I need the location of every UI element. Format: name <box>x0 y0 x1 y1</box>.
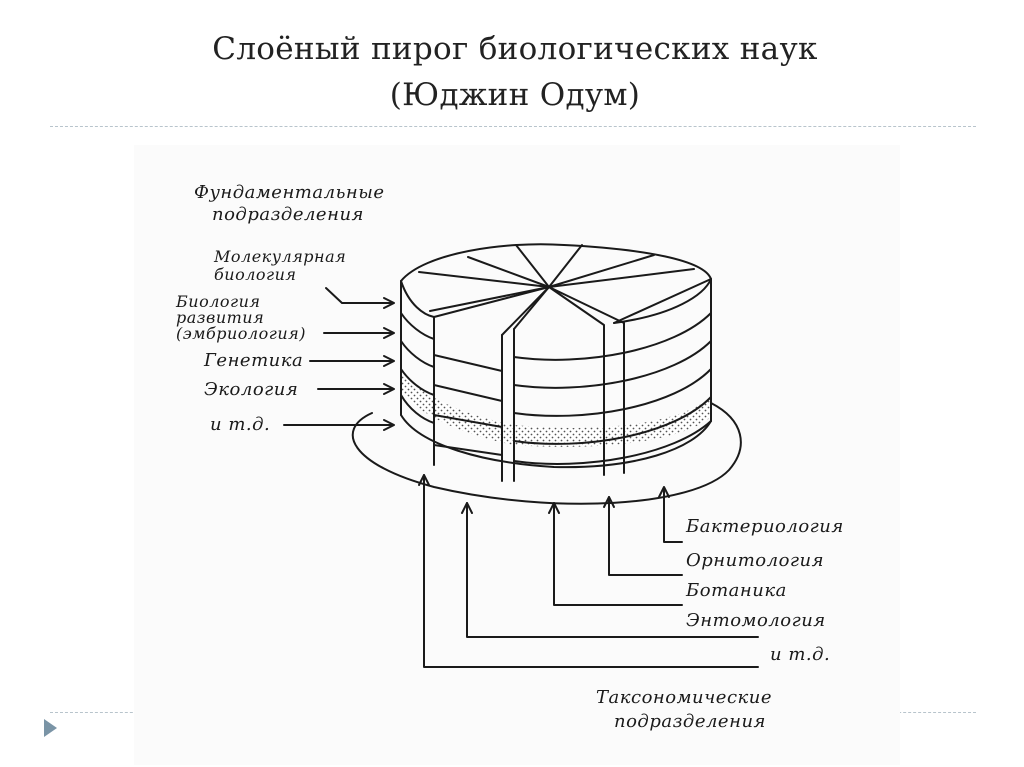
layer-cake-figure: Фундаментальные подразделения Молекулярн… <box>134 145 900 765</box>
title-divider <box>50 126 976 127</box>
label-ecology: Экология <box>204 380 298 400</box>
label-genetics: Генетика <box>204 351 303 371</box>
fundamental-heading-line-2: подразделения <box>212 205 364 225</box>
title-line-2: (Юджин Одум) <box>120 72 910 118</box>
fundamental-heading-line-1: Фундаментальные <box>194 183 385 203</box>
ecology-band <box>401 369 514 445</box>
label-development-biology-3: (эмбриология) <box>176 325 306 342</box>
taxonomic-heading-line-2: подразделения <box>614 712 766 732</box>
label-bacteriology: Бактериология <box>686 517 844 537</box>
label-molecular-biology-1: Молекулярная <box>214 248 346 265</box>
label-fundamental-etc: и т.д. <box>210 415 270 435</box>
label-ornithology: Орнитология <box>686 551 824 571</box>
label-entomology: Энтомология <box>686 611 826 631</box>
label-botany: Ботаника <box>686 581 787 601</box>
play-triangle-icon[interactable] <box>44 719 57 737</box>
label-molecular-biology-2: биология <box>214 266 297 283</box>
taxonomic-heading-line-1: Таксономические <box>596 688 772 708</box>
title-line-1: Слоёный пирог биологических наук <box>120 26 910 72</box>
label-taxonomic-etc: и т.д. <box>770 645 830 665</box>
slide-title: Слоёный пирог биологических наук (Юджин … <box>120 26 910 118</box>
layer-cake-drawing <box>134 145 900 765</box>
